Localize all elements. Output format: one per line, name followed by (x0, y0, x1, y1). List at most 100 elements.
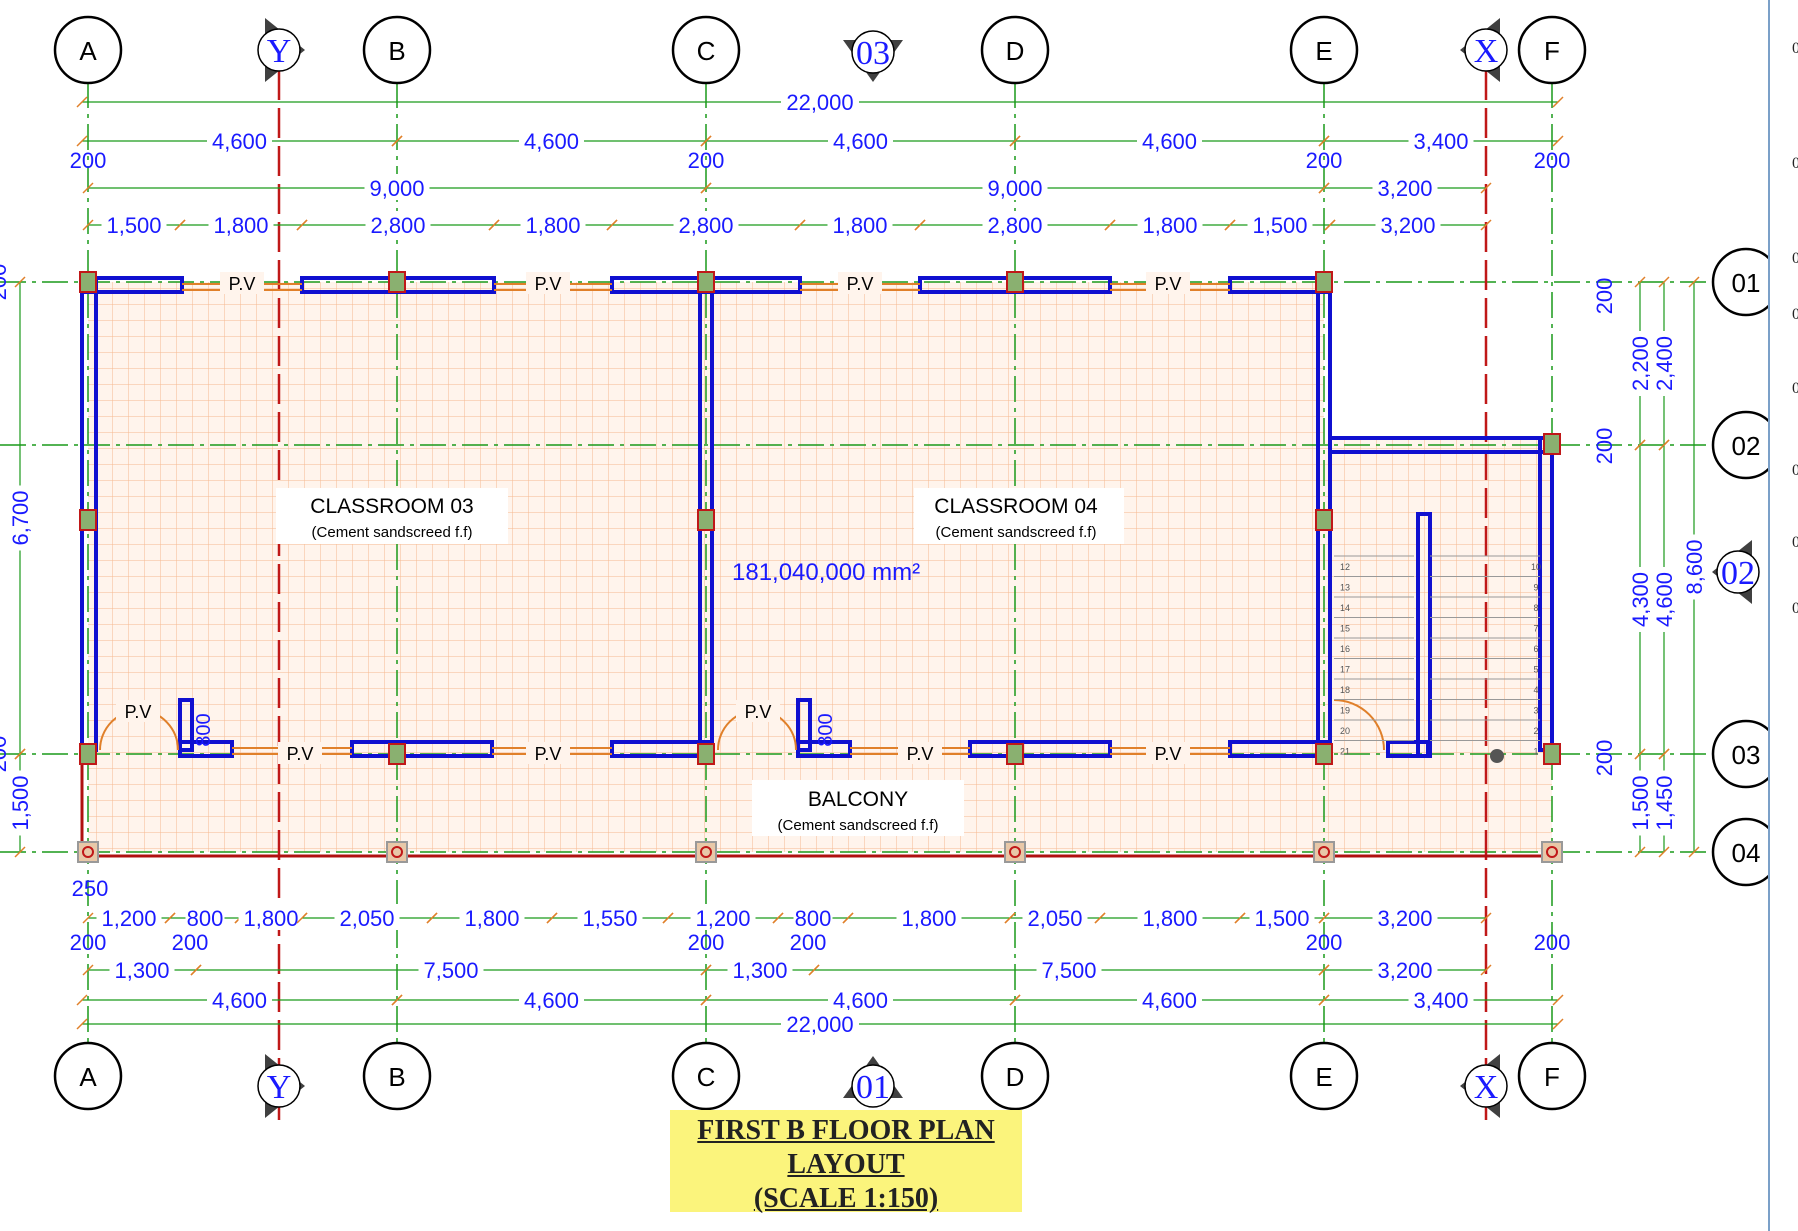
dim-bottom-small: 200 (790, 930, 827, 955)
cut-marker-x-bottom (1464, 1064, 1508, 1108)
dim-right-b-tick (1658, 276, 1670, 288)
dim-right-a-tick (1634, 748, 1646, 760)
dim-bottom-row3-tick (391, 994, 403, 1006)
window-label: P.V (535, 274, 562, 294)
drawing-title-block: FIRST B FLOOR PLAN LAYOUT (SCALE 1:150) (670, 1110, 1022, 1214)
dim-top-row4-bg (982, 211, 1048, 237)
dim-right-a-bg (1626, 770, 1652, 836)
side-panel-value: 0 (1792, 600, 1798, 617)
stair-step-number: 16 (1340, 644, 1350, 654)
dim-top-row4-tick (1104, 219, 1116, 231)
dim-bottom-row2: 7,500 (1041, 958, 1096, 983)
grid-bubble-e-bottom-label: E (1315, 1062, 1332, 1092)
dim-bottom-row1: 1,200 (695, 906, 750, 931)
dim-bottom-small: 200 (1306, 930, 1343, 955)
section-marker-bottom-label: 01 (856, 1069, 890, 1106)
dim-right-a-tick (1634, 439, 1646, 451)
title-line2: LAYOUT (787, 1149, 905, 1180)
dim-bottom-row2: 3,200 (1377, 958, 1432, 983)
dim-bottom-row1-bg (690, 904, 756, 930)
grid-bubble-row-02-label: 02 (1732, 431, 1761, 461)
dim-top-row4-tick (82, 219, 94, 231)
window-label-bg (898, 742, 942, 764)
cut-marker-x-top-label: X (1474, 33, 1499, 70)
dim-top-small: 200 (688, 148, 725, 173)
dim-bottom-row1-tick (1004, 912, 1016, 924)
dim-bottom-row1-tick (662, 912, 674, 924)
column (697, 743, 715, 765)
grid-bubble-d-bottom-label: D (1006, 1062, 1025, 1092)
dim-bottom-small: 200 (1534, 930, 1571, 955)
dim-bottom-row1: 800 (795, 906, 832, 931)
balcony-name: BALCONY (808, 788, 908, 811)
grid-bubble-a-top (53, 15, 123, 85)
stair-step-number: 15 (1340, 624, 1350, 634)
area-label: 181,040,000 mm² (732, 559, 920, 586)
column (1313, 841, 1335, 863)
side-panel-value: 0 (1792, 306, 1798, 323)
dim-bottom-row1-tick (82, 912, 94, 924)
section-marker-right (1716, 550, 1760, 594)
classroom03-name: CLASSROOM 03 (310, 495, 473, 518)
dim-bottom-row1-bg (459, 904, 525, 930)
dim-top-row3-tick (1480, 182, 1492, 194)
dim-top-row4: 2,800 (370, 213, 425, 238)
dim-bottom-row3-bg (1408, 986, 1474, 1012)
dim-bottom-row1-tick (426, 912, 438, 924)
dim-top-row4-tick (794, 219, 806, 231)
window-label-bg (526, 272, 570, 294)
cut-marker-y-bottom-label: Y (267, 1069, 292, 1106)
window-label: P.V (907, 744, 934, 764)
stair-start-marker (1490, 749, 1504, 763)
dim-right-b: 2,400 (1652, 336, 1677, 391)
section-marker-bottom (851, 1064, 895, 1108)
grid-bubble-e-bottom (1289, 1041, 1359, 1111)
grid-bubble-f-bottom (1517, 1041, 1587, 1111)
dim-top-row1-tick (700, 135, 712, 147)
dim-bottom-row2-bg (727, 956, 793, 982)
dim-right-overall: 8,600 (1682, 539, 1707, 594)
dim-top-row4-bg (1137, 211, 1203, 237)
side-panel-value: 0 (1792, 250, 1798, 267)
grid-bubble-e-top-label: E (1315, 36, 1332, 66)
grid-bubble-e-top (1289, 15, 1359, 85)
dim-top-row1: 4,600 (212, 129, 267, 154)
dim-top-row1-tick (1552, 135, 1564, 147)
window-label: P.V (287, 744, 314, 764)
dim-top-row4-tick (488, 219, 500, 231)
dim-top-row1: 4,600 (833, 129, 888, 154)
grid-bubble-b-bottom (362, 1041, 432, 1111)
dim-top-row3: 9,000 (987, 176, 1042, 201)
dim-right-b-bg (1650, 567, 1676, 632)
dim-bottom-row1-bg (238, 904, 304, 930)
column (1315, 271, 1333, 293)
window-label: P.V (1155, 274, 1182, 294)
dim-bottom-small: 250 (72, 876, 109, 901)
dim-left: 6,700 (8, 490, 33, 545)
dim-top-row4-bg (520, 211, 586, 237)
window-label-bg (1146, 742, 1190, 764)
dim-bottom-row1-bg (1137, 904, 1203, 930)
column (695, 841, 717, 863)
dim-bottom-row3-bg (1137, 986, 1202, 1012)
window-label-bg (838, 272, 882, 294)
stair-step-number: 5 (1533, 665, 1538, 675)
column-marker (700, 846, 712, 858)
stair-step-number: 18 (1340, 685, 1350, 695)
stair-step-number: 8 (1533, 603, 1538, 613)
cut-marker-x-bottom-label: X (1474, 1069, 1499, 1106)
dim-top-row4-bg (365, 211, 431, 237)
grid-bubble-d-bottom (980, 1041, 1050, 1111)
dim-bottom-row2-tick (82, 964, 94, 976)
dim-bottom-row3-bg (207, 986, 272, 1012)
dim-right-b-bg (1650, 770, 1676, 836)
window-label-bg (1146, 272, 1190, 294)
dim-top-row4-bg (101, 211, 167, 237)
dim-right-small: 200 (1592, 428, 1617, 465)
cut-marker-y-top (257, 28, 301, 72)
window-label: P.V (229, 274, 256, 294)
stair-step-number: 4 (1533, 685, 1538, 695)
